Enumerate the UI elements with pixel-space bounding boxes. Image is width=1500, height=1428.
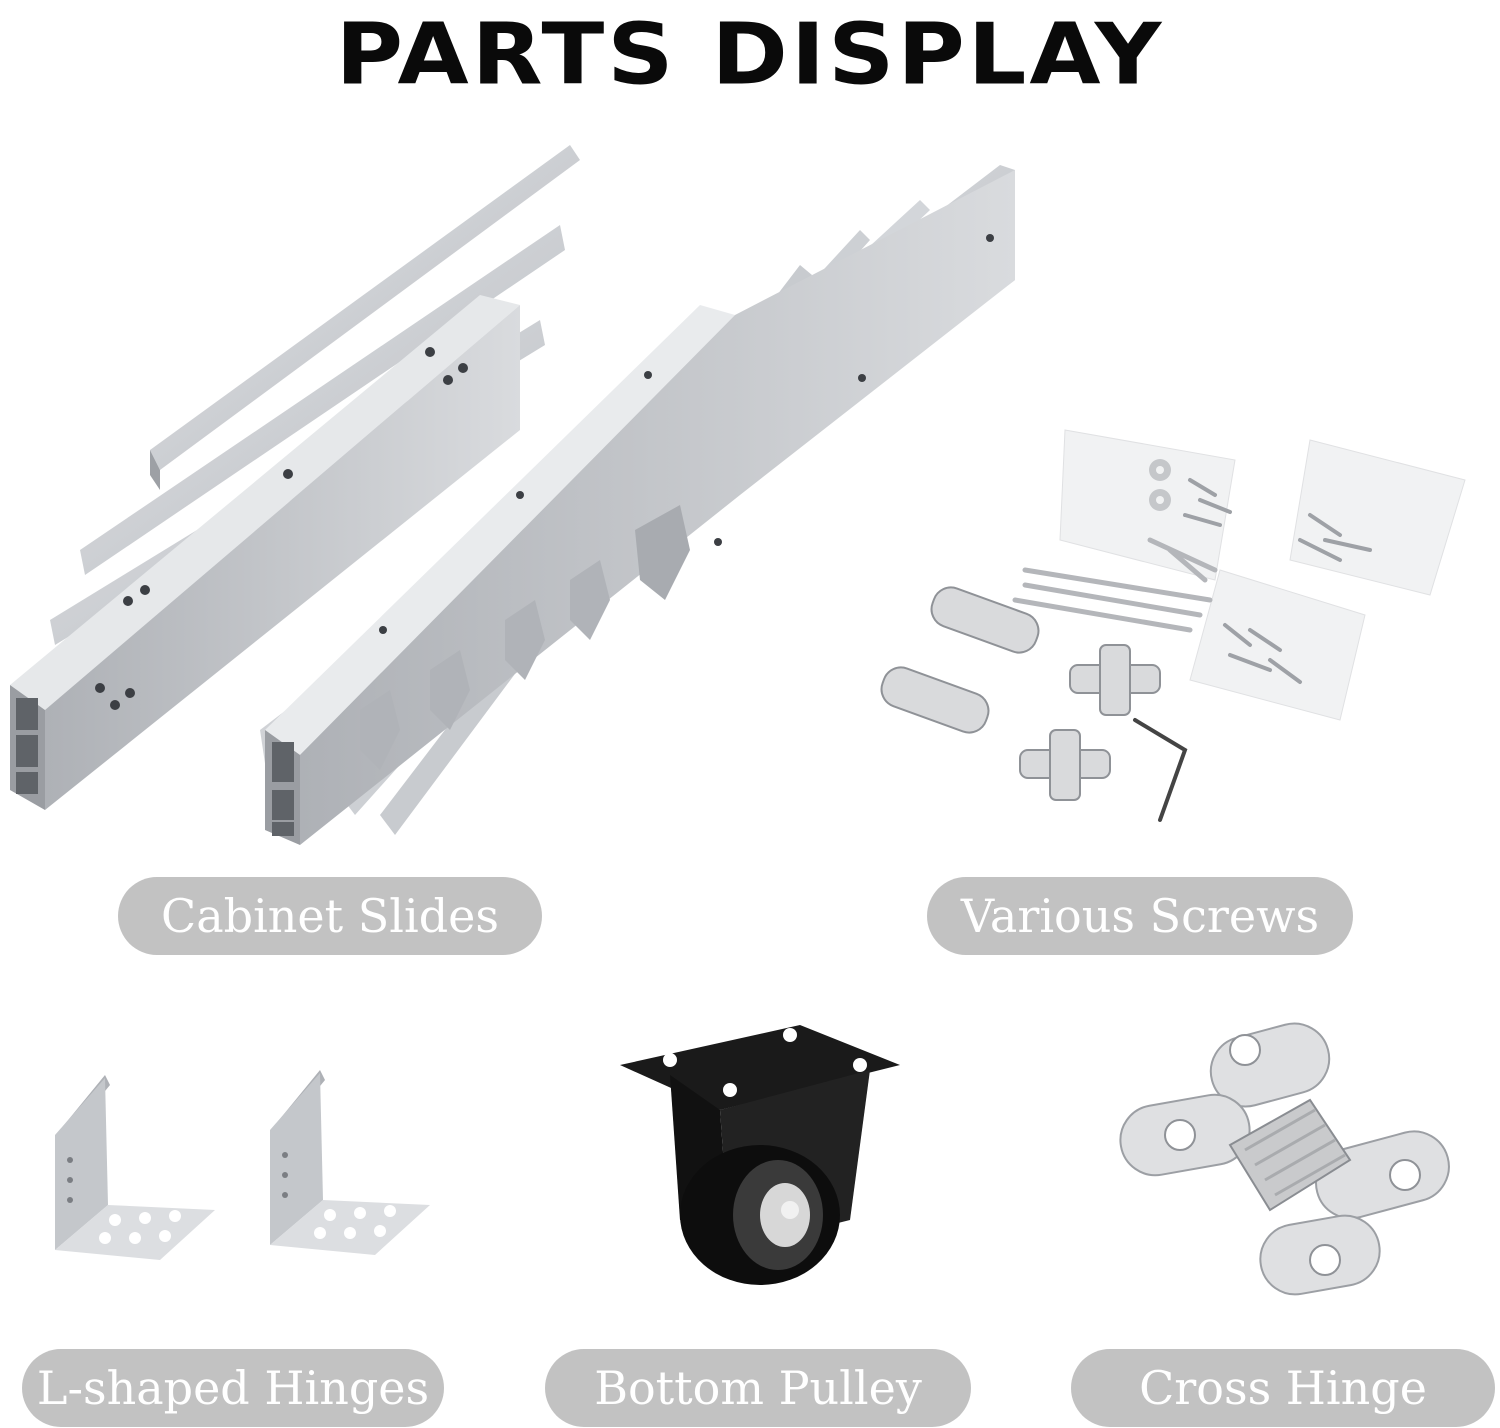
cross-hinge-label: Cross Hinge (1071, 1349, 1495, 1427)
l-shaped-hinges-image (55, 1070, 430, 1260)
bottom-pulley-label: Bottom Pulley (545, 1349, 971, 1427)
various-screws-label: Various Screws (927, 877, 1353, 955)
cross-hinge-image (1119, 1022, 1450, 1296)
l-shaped-hinges-label: L-shaped Hinges (22, 1349, 444, 1427)
bottom-pulley-image (620, 1025, 900, 1285)
cabinet-slides-label: Cabinet Slides (118, 877, 542, 955)
various-screws-image (880, 429, 1466, 822)
page-title: PARTS DISPLAY (335, 4, 1165, 104)
cabinet-slides-image (10, 145, 1015, 845)
